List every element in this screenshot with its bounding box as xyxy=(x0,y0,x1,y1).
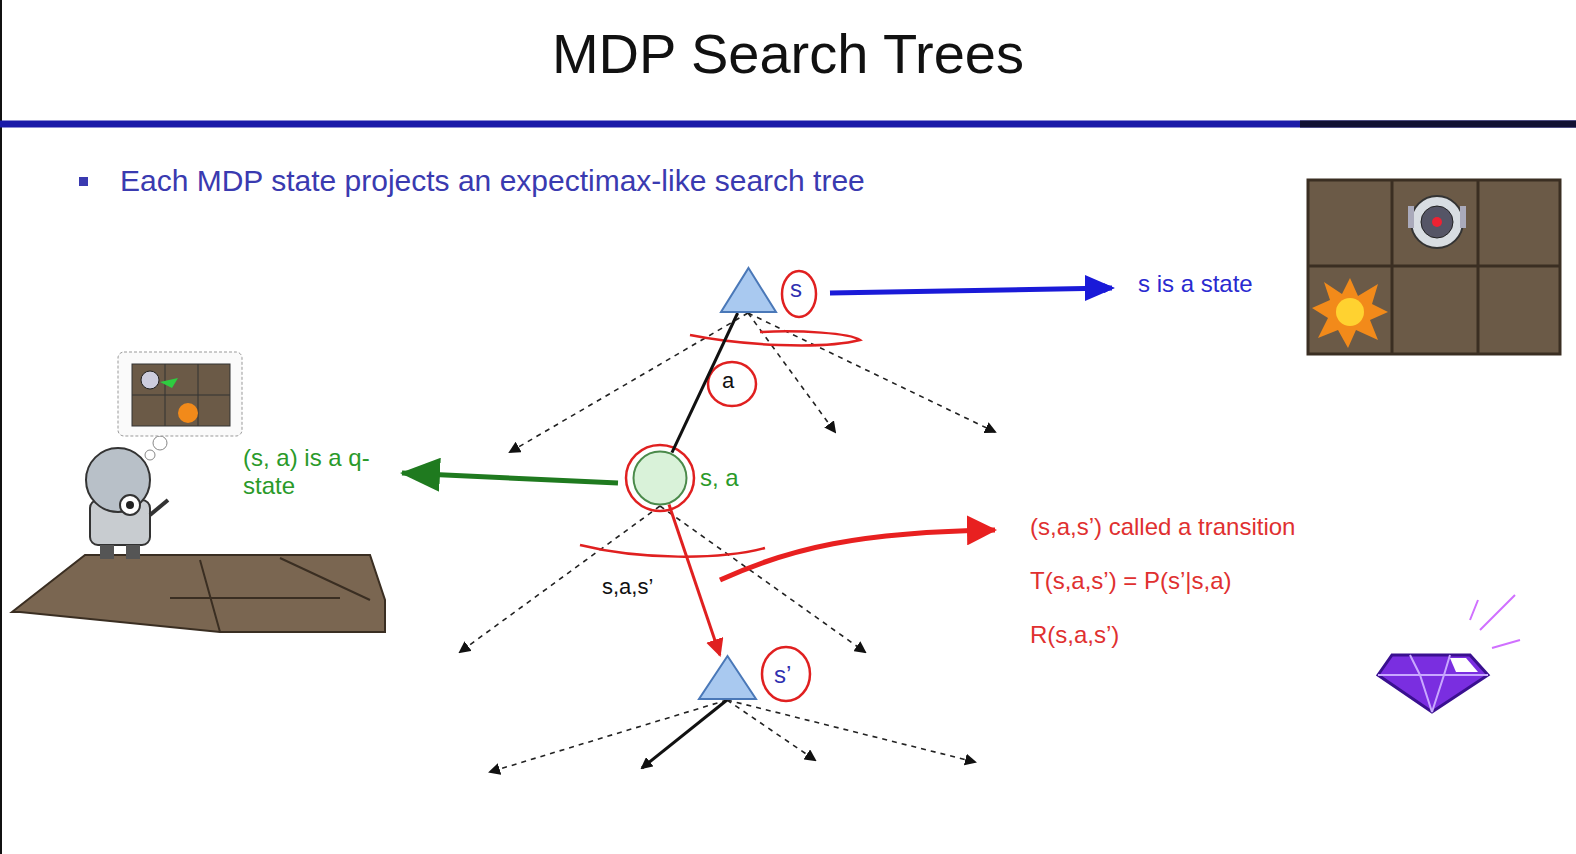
node-label: s’ xyxy=(774,661,791,689)
node-shape xyxy=(632,450,688,506)
callout-text: (s, a) is a q-state xyxy=(243,444,383,499)
state-node: s xyxy=(720,267,777,313)
pointer-arrow xyxy=(402,473,618,483)
arrowhead xyxy=(1085,275,1115,301)
node-outline xyxy=(634,452,687,505)
bullet xyxy=(79,177,88,186)
title-rule xyxy=(0,121,1576,128)
node-label: s xyxy=(790,275,802,303)
ink-annotations xyxy=(580,271,860,701)
callout-text: T(s,a,s’) = P(s’|s,a) xyxy=(1030,567,1232,595)
state-node: s’ xyxy=(698,655,757,700)
tree-edge xyxy=(669,505,720,655)
callout-text: (s,a,s’) called a transition xyxy=(1030,513,1295,541)
edge-label: a xyxy=(720,368,736,393)
bullet-text: Each MDP state projects an expectimax-li… xyxy=(120,164,865,199)
tree-edge xyxy=(672,313,738,453)
node-outline xyxy=(721,268,776,312)
callout-text: R(s,a,s’) xyxy=(1030,621,1119,649)
node-shape xyxy=(720,267,777,313)
slide-border xyxy=(0,0,2,854)
title-rule xyxy=(1300,121,1576,128)
pointer-arrow xyxy=(830,288,1112,293)
q-state-node: s, a xyxy=(632,450,688,506)
slide-title: MDP Search Trees xyxy=(0,22,1576,86)
node-outline xyxy=(699,656,756,699)
robot-picture xyxy=(12,352,385,632)
tree-branches xyxy=(460,313,995,772)
node-label: s, a xyxy=(700,464,739,492)
callout-text: s is a state xyxy=(1138,270,1253,298)
tree-branch xyxy=(642,700,727,768)
pointer-arrow xyxy=(720,530,995,580)
node-shape xyxy=(698,655,757,700)
gem-picture xyxy=(1378,595,1520,712)
gridworld-picture xyxy=(1308,180,1560,354)
edge-label: s,a,s’ xyxy=(600,574,655,599)
